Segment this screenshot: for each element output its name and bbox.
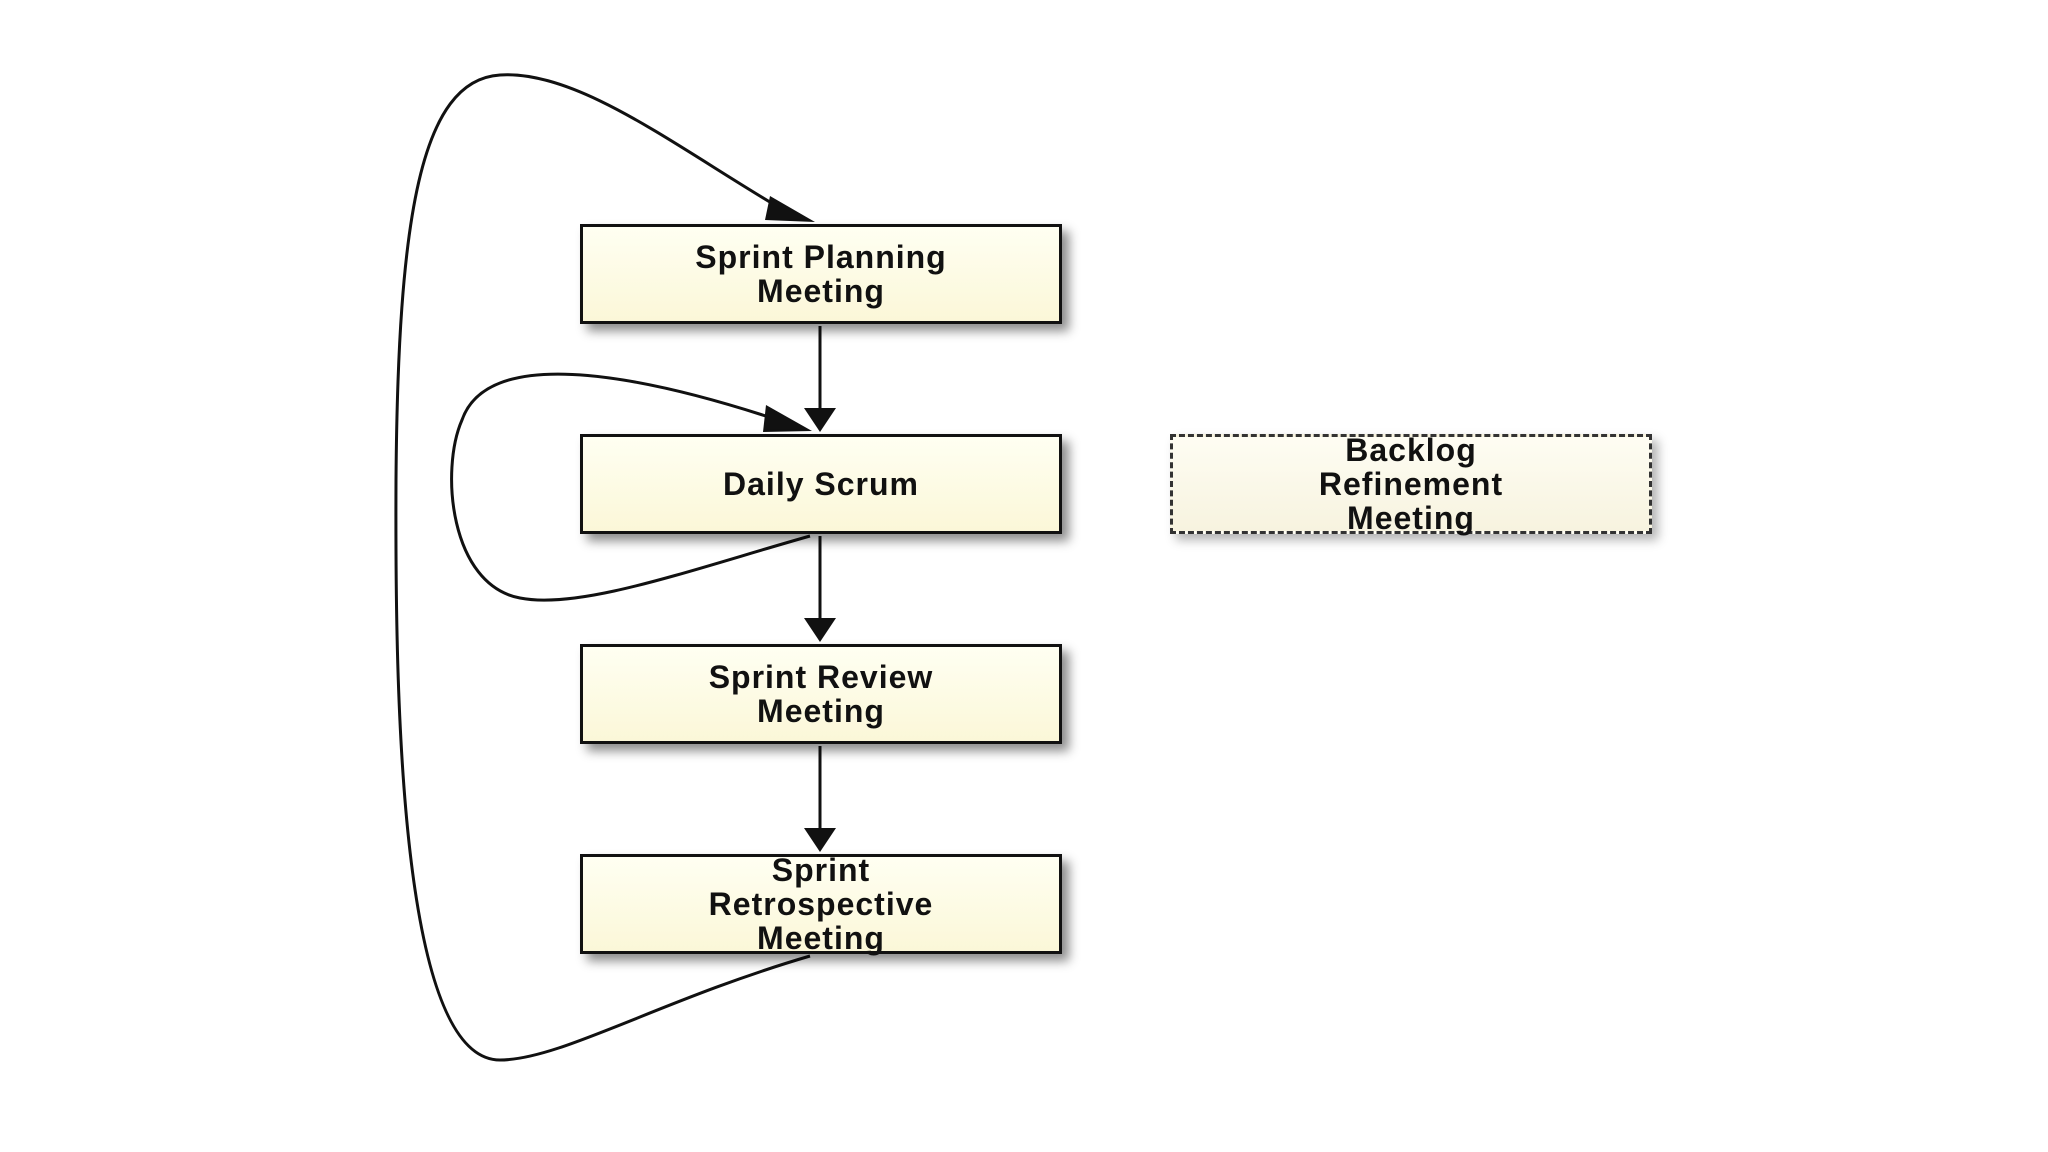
arrowhead-daily-scrum-self-loop: [763, 405, 812, 432]
edge-retrospective-to-planning-loop: [394, 73, 811, 1062]
node-sprint-retrospective: Sprint Retrospective Meeting: [580, 852, 1062, 956]
node-sprint-review: Sprint Review Meeting: [580, 644, 1062, 744]
arrowhead-review-to-retrospective: [804, 828, 836, 852]
node-label-backlog-refinement: Backlog Refinement Meeting: [1318, 432, 1504, 536]
node-label-sprint-retrospective: Sprint Retrospective Meeting: [708, 852, 934, 956]
node-daily-scrum: Daily Scrum: [580, 434, 1062, 534]
arrowhead-daily-scrum-to-review: [804, 618, 836, 642]
node-backlog-refinement: Backlog Refinement Meeting: [1170, 432, 1652, 536]
arrowhead-retrospective-to-planning: [765, 196, 815, 222]
node-label-sprint-planning: Sprint Planning Meeting: [695, 239, 947, 309]
edge-daily-scrum-self-loop: [450, 372, 811, 602]
node-label-daily-scrum: Daily Scrum: [723, 466, 919, 502]
node-sprint-planning: Sprint Planning Meeting: [580, 224, 1062, 324]
node-label-sprint-review: Sprint Review Meeting: [708, 659, 934, 729]
arrowhead-planning-to-daily-scrum: [804, 408, 836, 432]
